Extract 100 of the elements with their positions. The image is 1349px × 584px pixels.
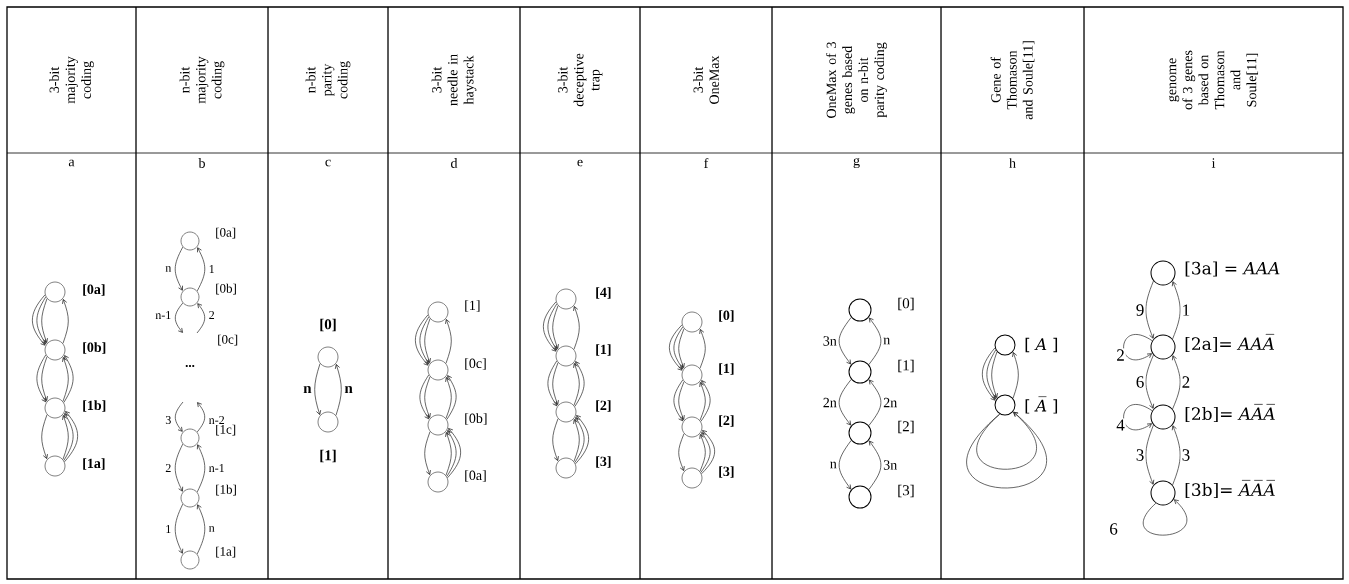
edge-label: 2n bbox=[882, 396, 899, 409]
state-circle bbox=[44, 397, 66, 419]
state-label: [0] bbox=[898, 297, 914, 311]
transition-arrow bbox=[174, 302, 184, 333]
edge-label: n-2 bbox=[207, 415, 226, 425]
transition-arrow bbox=[673, 326, 684, 370]
state-label: [0c] bbox=[465, 358, 486, 370]
loop-arrow bbox=[1142, 499, 1188, 536]
state-circle bbox=[848, 485, 872, 509]
transition-arrow bbox=[982, 347, 996, 401]
edge-label: 2n bbox=[821, 396, 838, 409]
column-letter: e bbox=[577, 159, 583, 167]
transition-arrow bbox=[838, 440, 852, 490]
state-circle bbox=[427, 359, 449, 381]
edge-label: n bbox=[343, 384, 354, 395]
state-label: [0b] bbox=[216, 283, 236, 295]
state-circle bbox=[44, 455, 66, 477]
transition-arrow bbox=[991, 351, 998, 398]
transition-arrow bbox=[196, 247, 206, 292]
ellipsis: ... bbox=[185, 364, 195, 368]
state-circle bbox=[555, 288, 577, 310]
transition-arrow bbox=[424, 318, 431, 363]
transition-arrow bbox=[62, 357, 69, 402]
transition-arrow bbox=[36, 354, 47, 403]
transition-arrow bbox=[678, 381, 685, 420]
edge-label: n bbox=[164, 265, 173, 273]
transition-arrow bbox=[62, 415, 69, 460]
edge-label: 9 bbox=[1134, 303, 1146, 317]
state-circle bbox=[317, 346, 339, 368]
state-circle bbox=[994, 394, 1016, 416]
edge-label: 2 bbox=[207, 310, 216, 320]
transition-arrow bbox=[445, 377, 452, 419]
edge-label: n bbox=[302, 384, 313, 395]
state-label: [0b] bbox=[465, 413, 487, 425]
transition-arrow bbox=[196, 504, 206, 555]
transition-arrow bbox=[1171, 281, 1181, 340]
state-label: [1] bbox=[898, 359, 914, 373]
transition-arrow bbox=[446, 430, 457, 477]
transition-arrow bbox=[573, 363, 580, 406]
state-label: [2a]= AAA̅ bbox=[1185, 333, 1275, 353]
state-label: [1] bbox=[596, 344, 611, 356]
transition-arrow bbox=[334, 364, 342, 416]
transition-arrow bbox=[669, 324, 683, 371]
transition-arrow bbox=[41, 356, 48, 401]
edge-label: 6 bbox=[1134, 375, 1146, 389]
state-label: [0a] bbox=[465, 470, 486, 482]
transition-arrow bbox=[573, 419, 580, 462]
state-label: [3] bbox=[719, 466, 734, 478]
state-circle bbox=[848, 298, 872, 322]
edge-label: 3 bbox=[1180, 448, 1192, 462]
edge-label: 2 bbox=[1115, 348, 1126, 362]
state-circle bbox=[848, 360, 872, 384]
column-header: 3-bit needle in haystack bbox=[431, 54, 477, 106]
transition-arrow bbox=[174, 503, 184, 554]
state-label: [0a] bbox=[83, 284, 105, 296]
transition-arrow bbox=[678, 433, 685, 471]
edge-label: n-1 bbox=[154, 310, 173, 320]
transition-arrow bbox=[424, 431, 431, 475]
transition-arrow bbox=[838, 317, 852, 365]
transition-arrow bbox=[419, 316, 430, 365]
state-circle bbox=[44, 281, 66, 303]
transition-arrow bbox=[543, 301, 557, 352]
loop-arrow bbox=[1123, 334, 1153, 361]
transition-arrow bbox=[678, 328, 685, 368]
state-circle bbox=[180, 287, 200, 307]
state-label: [2] bbox=[898, 420, 914, 434]
column-letter: a bbox=[68, 159, 75, 167]
transition-arrow bbox=[547, 360, 558, 407]
edge-label: 3 bbox=[164, 414, 173, 426]
transition-arrow bbox=[447, 428, 461, 479]
transition-arrow bbox=[574, 361, 585, 407]
transition-arrow bbox=[1171, 425, 1181, 486]
edge-label: n bbox=[828, 460, 838, 470]
transition-arrow bbox=[32, 294, 46, 346]
edge-label: 2 bbox=[164, 463, 173, 473]
loop-arrow bbox=[976, 411, 1037, 470]
column-header: 3-bit deceptive trap bbox=[557, 53, 603, 107]
transition-arrow bbox=[552, 418, 559, 461]
state-circle bbox=[427, 301, 449, 323]
state-circle bbox=[1150, 480, 1176, 506]
transition-arrow bbox=[196, 402, 206, 433]
state-label: [0] bbox=[719, 310, 734, 322]
state-label: [2] bbox=[719, 415, 734, 427]
state-circle bbox=[317, 411, 339, 433]
state-circle bbox=[681, 311, 703, 333]
transition-arrow bbox=[64, 411, 78, 463]
transition-arrow bbox=[838, 379, 852, 426]
transition-arrow bbox=[446, 375, 457, 420]
transition-arrow bbox=[701, 430, 715, 475]
edge-label: 3n bbox=[821, 335, 838, 347]
edge-label: 1 bbox=[207, 264, 216, 274]
state-circle bbox=[681, 416, 703, 438]
state-label: [2b]= AA̅A̅ bbox=[1185, 403, 1275, 423]
state-circle bbox=[180, 488, 200, 508]
edge-label: n bbox=[207, 525, 216, 533]
state-circle bbox=[180, 231, 200, 251]
edge-label: 1 bbox=[1180, 303, 1192, 317]
transition-arrow bbox=[574, 417, 585, 463]
edge-label: 3 bbox=[1134, 448, 1146, 462]
edge-label: 2 bbox=[1180, 375, 1192, 389]
